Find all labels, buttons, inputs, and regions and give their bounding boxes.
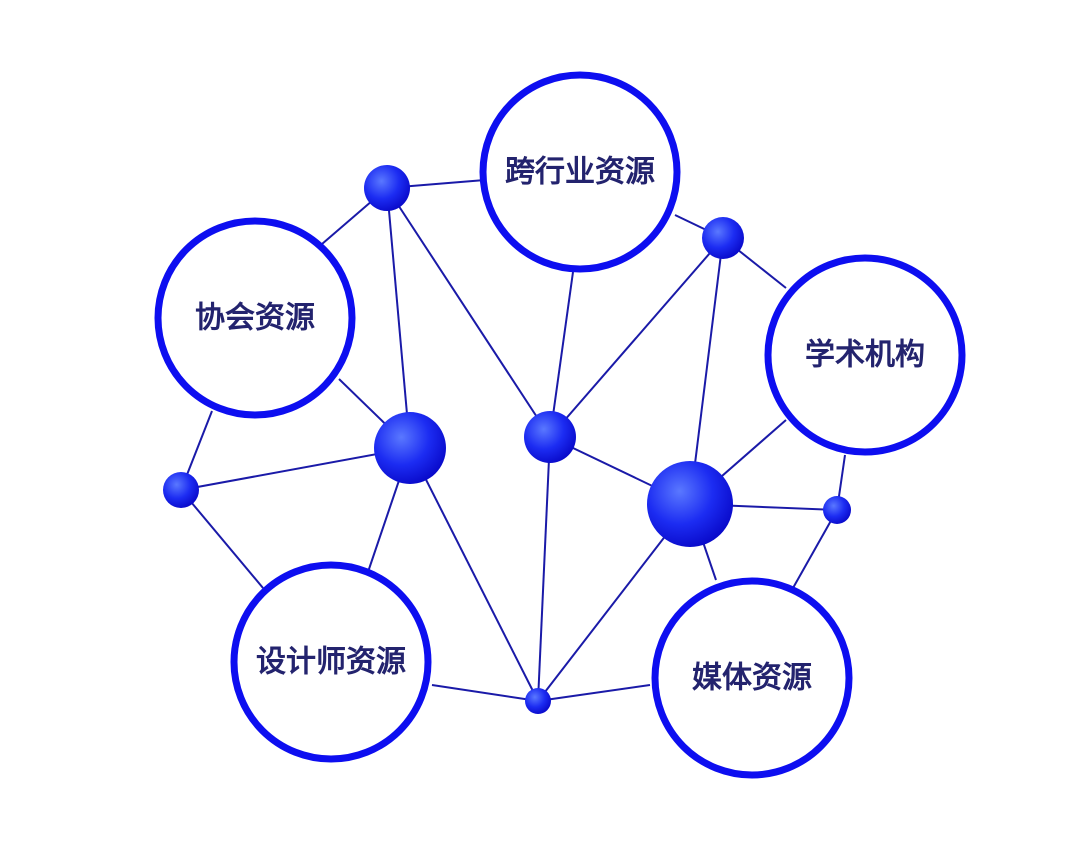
edge — [549, 271, 574, 438]
hub-label: 设计师资源 — [256, 645, 406, 680]
node-dot — [823, 496, 851, 524]
edge — [537, 436, 551, 702]
hub-label: 媒体资源 — [692, 661, 812, 696]
hub-media: 媒体资源 — [651, 577, 853, 779]
edge — [549, 237, 724, 438]
hub-ring — [651, 577, 853, 779]
node-dot — [647, 461, 733, 547]
hub-label: 跨行业资源 — [505, 155, 655, 190]
hub-designer: 设计师资源 — [230, 561, 432, 763]
edge — [537, 684, 651, 702]
hub-academic: 学术机构 — [764, 254, 966, 456]
edge — [431, 684, 539, 702]
hub-ring — [764, 254, 966, 456]
connection-lines — [180, 179, 846, 702]
edge — [386, 187, 551, 438]
node-dot — [525, 688, 551, 714]
connector-nodes — [163, 165, 851, 714]
node-dot — [702, 217, 744, 259]
edge — [180, 447, 411, 491]
node-dot — [374, 412, 446, 484]
hub-label: 协会资源 — [195, 301, 315, 336]
hub-association: 协会资源 — [154, 217, 356, 419]
hub-ring — [479, 71, 681, 273]
hub-ring — [154, 217, 356, 419]
node-dot — [524, 411, 576, 463]
edge — [180, 489, 264, 589]
hub-ring — [230, 561, 432, 763]
node-dot — [364, 165, 410, 211]
edge — [386, 187, 411, 449]
edge — [792, 509, 838, 589]
edge — [409, 447, 539, 702]
hub-label: 学术机构 — [805, 338, 925, 373]
edge — [689, 237, 724, 505]
hub-cross-industry: 跨行业资源 — [479, 71, 681, 273]
node-dot — [163, 472, 199, 508]
